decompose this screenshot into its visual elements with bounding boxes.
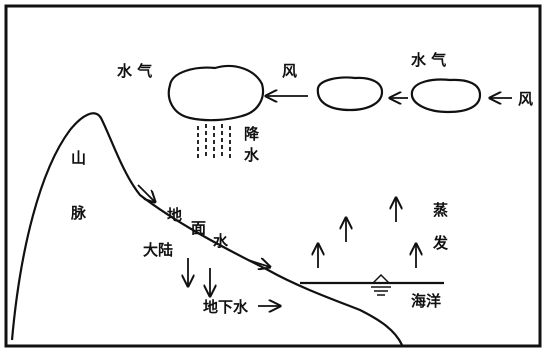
rain-label-1: 降 (244, 125, 260, 143)
runoff-arrow-1 (137, 184, 155, 202)
surface-water-label-1: 地 (167, 206, 182, 224)
wind-label-middle: 风 (282, 62, 297, 80)
frame-border (4, 4, 542, 348)
wind-label-right: 风 (518, 90, 533, 108)
rain-cloud-shape (167, 64, 265, 122)
surface-water-label-3: 水 (213, 232, 229, 250)
rain-label-2: 水 (244, 146, 260, 164)
runoff-arrow-2 (247, 260, 270, 267)
groundwater-label: 地下水 (203, 298, 249, 316)
mountain-label-1: 山 (71, 149, 86, 167)
middle-cloud-shape (316, 76, 384, 112)
right-cloud-shape (410, 78, 482, 114)
mountain-label-2: 脉 (70, 204, 87, 222)
vapor-label-right: 水 气 (411, 51, 446, 69)
continent-label: 大陆 (143, 241, 173, 259)
evaporation-arrows (318, 198, 416, 268)
mountain-land-outline (10, 112, 403, 346)
evaporation-label-2: 发 (432, 234, 449, 252)
ocean-label: 海洋 (411, 292, 441, 310)
water-level-icon (371, 273, 391, 296)
rain-dashes (197, 124, 231, 160)
vapor-label-left: 水 气 (117, 62, 152, 80)
surface-water-label-2: 面 (191, 219, 206, 237)
evaporation-label-1: 蒸 (433, 201, 448, 219)
